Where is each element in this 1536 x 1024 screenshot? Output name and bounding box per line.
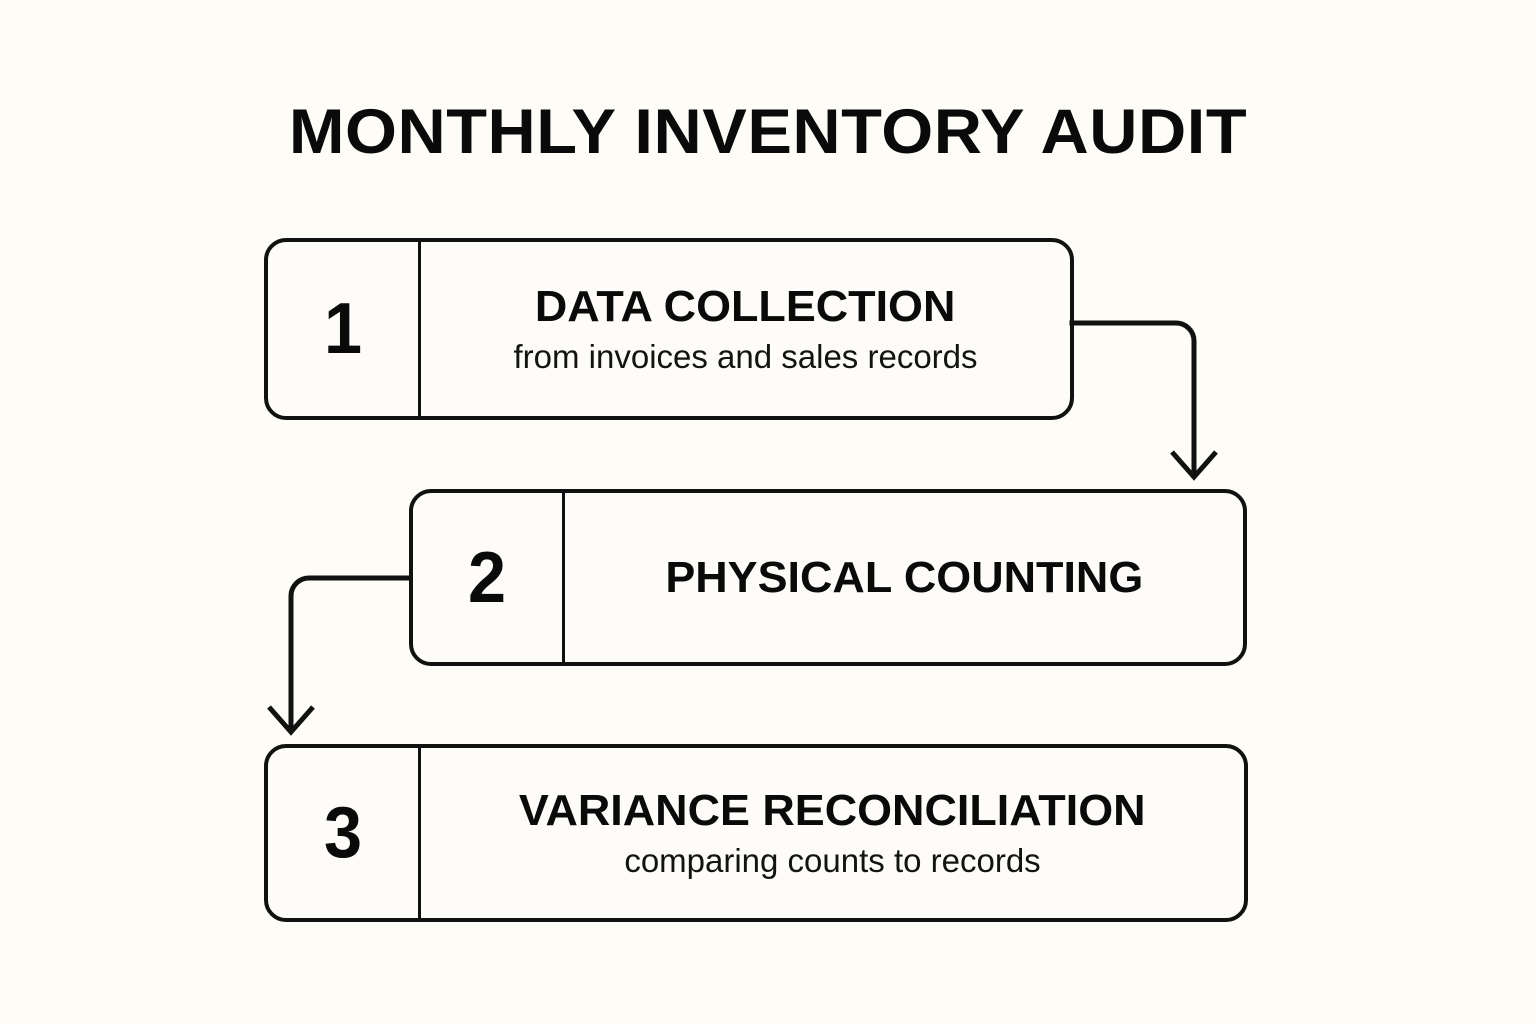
step-1-text-cell: DATA COLLECTION from invoices and sales …: [421, 242, 1070, 416]
step-1-number-cell: 1: [268, 242, 421, 416]
step-3-number: 3: [323, 793, 363, 873]
connector-step1-to-step2: [1069, 320, 1197, 478]
step-box-1[interactable]: 1 DATA COLLECTION from invoices and sale…: [264, 238, 1074, 420]
step-2-text-cell: PHYSICAL COUNTING: [565, 493, 1243, 662]
step-3-title: VARIANCE RECONCILIATION: [519, 785, 1146, 835]
page-title: MONTHLY INVENTORY AUDIT: [288, 97, 1248, 167]
step-3-subtitle: comparing counts to records: [624, 841, 1041, 879]
step-1-subtitle: from invoices and sales records: [513, 337, 978, 375]
step-box-3[interactable]: 3 VARIANCE RECONCILIATION comparing coun…: [264, 744, 1248, 922]
step-2-number-cell: 2: [413, 493, 565, 662]
connector-step2-to-step3-group: [267, 575, 412, 736]
step-3-text-cell: VARIANCE RECONCILIATION comparing counts…: [421, 748, 1244, 918]
step-2-number: 2: [468, 537, 507, 618]
step-2-title: PHYSICAL COUNTING: [665, 552, 1143, 602]
step-3-number-cell: 3: [268, 748, 421, 918]
step-1-number: 1: [323, 289, 363, 369]
connector-step1-to-step2-group: [1069, 320, 1218, 481]
connector-step2-to-step3: [288, 575, 412, 733]
arrow-head-down-step3: [267, 705, 315, 736]
step-box-2[interactable]: 2 PHYSICAL COUNTING: [409, 489, 1247, 666]
arrow-head-down-step2: [1170, 450, 1218, 481]
step-1-title: DATA COLLECTION: [535, 281, 956, 331]
